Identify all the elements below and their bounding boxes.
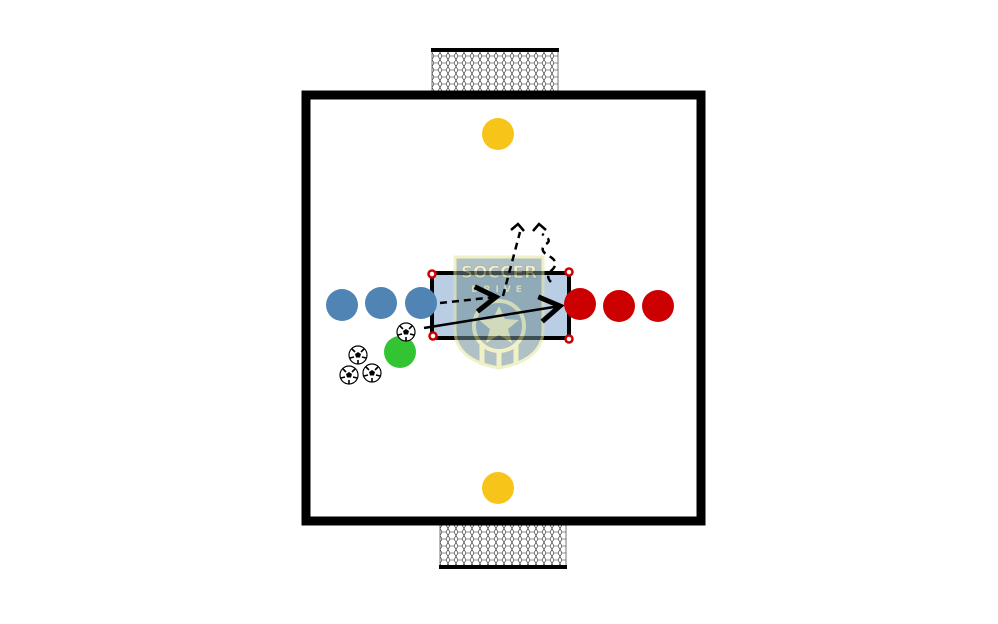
run-arrow-head-left xyxy=(510,222,525,232)
dribble-arrow xyxy=(439,284,501,314)
cone xyxy=(428,331,438,341)
blue-team xyxy=(326,287,437,321)
bottom-goal xyxy=(439,521,567,569)
red-player xyxy=(603,290,635,322)
top-goal xyxy=(431,48,559,95)
soccer-ball-icon xyxy=(339,365,359,385)
grid-cones xyxy=(427,267,574,344)
soccer-drive-logo: SOCCER DRIVE xyxy=(453,255,545,370)
logo-text-drive: DRIVE xyxy=(471,285,527,295)
soccer-ball-icon xyxy=(348,345,368,365)
red-player xyxy=(642,290,674,322)
curved-run xyxy=(541,232,557,283)
cone xyxy=(427,269,437,279)
top-goalkeeper xyxy=(482,118,514,150)
blue-player xyxy=(405,287,437,319)
coach xyxy=(384,336,416,368)
cone xyxy=(564,334,574,344)
soccer-ball-icon xyxy=(362,363,382,383)
run-arrow-head-right xyxy=(532,222,547,232)
red-team xyxy=(564,288,674,322)
logo-text-soccer: SOCCER xyxy=(461,263,537,283)
movement-lines xyxy=(423,222,565,330)
red-player xyxy=(564,288,596,320)
pass-arrow xyxy=(423,294,565,330)
blue-player xyxy=(326,289,358,321)
bottom-goalkeeper xyxy=(482,472,514,504)
cone xyxy=(564,267,574,277)
soccer-ball-icon xyxy=(396,322,416,342)
blue-player xyxy=(365,287,397,319)
